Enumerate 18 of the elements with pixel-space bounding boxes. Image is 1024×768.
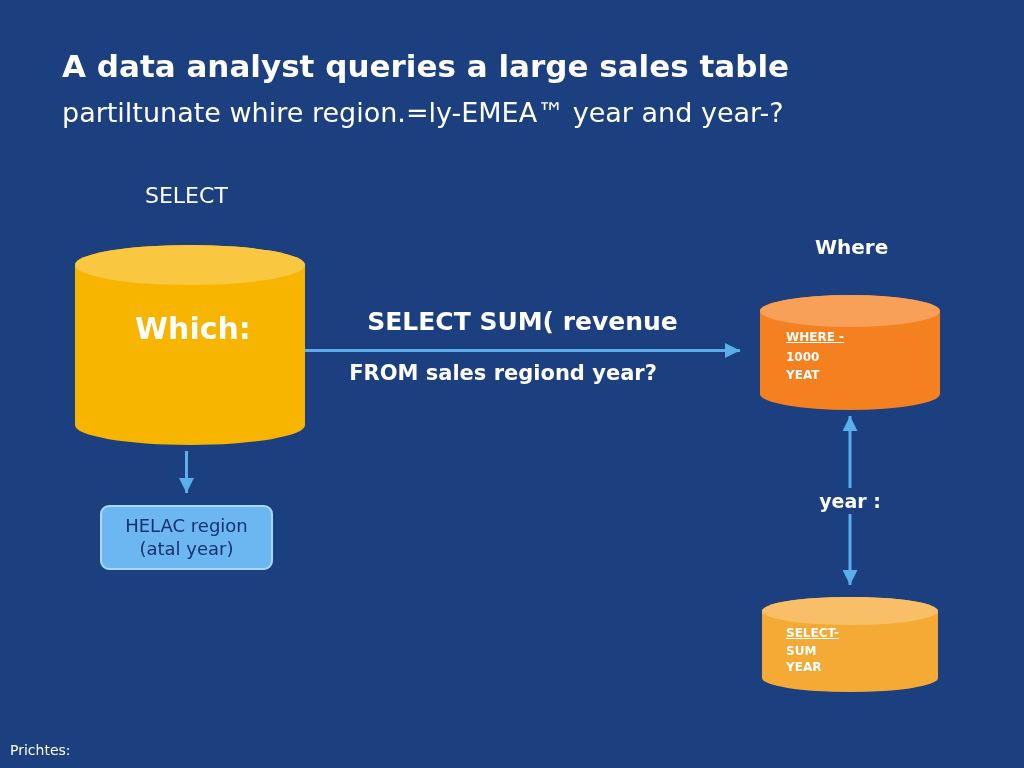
title: A data analyst queries a large sales table <box>62 48 790 84</box>
heading-label: SELECT <box>145 183 228 208</box>
box-label: HELAC region (atal year) <box>124 515 249 560</box>
cylinder-label: SUM <box>786 643 817 658</box>
cylinder-label: YEAT <box>786 367 820 382</box>
cylinder-label: 1000 <box>786 349 820 364</box>
arrow <box>305 343 740 358</box>
subtitle: partiltunate whire region.=ly-EMEA™ year and year-? <box>62 97 784 128</box>
note-label: Prichtes: <box>10 742 71 758</box>
arrow <box>179 451 194 493</box>
process-box <box>100 505 273 570</box>
cylinder-label: SELECT- <box>786 625 839 640</box>
cylinder-label: WHERE - <box>786 329 845 344</box>
cylinder-label: Which: <box>135 311 251 346</box>
edge-label: SELECT SUM( revenue <box>366 305 679 337</box>
cylinder-label: YEAR <box>786 659 822 674</box>
query-text: FROM sales regiond year? <box>349 361 657 385</box>
heading-label: Where <box>815 235 889 259</box>
